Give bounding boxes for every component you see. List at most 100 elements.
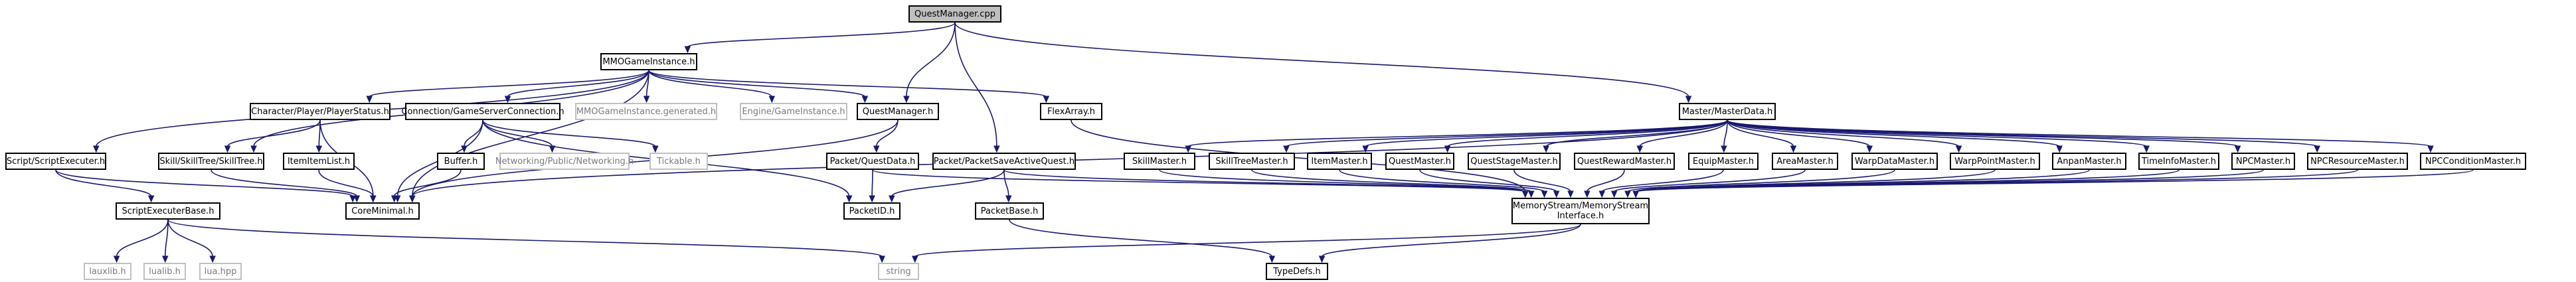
- node-areamaster-h[interactable]: AreaMaster.h: [1772, 153, 1838, 170]
- edge-masterdata_h-to-questmaster_h: [1446, 119, 1728, 147]
- edge-packet_questdata_h-to-packetid_h: [871, 169, 873, 197]
- node-memorystream-h[interactable]: MemoryStream/MemoryStream Interface.h: [1511, 198, 1650, 224]
- edge-arrowhead: [1624, 190, 1631, 198]
- node-scriptexecuter-h[interactable]: Script/ScriptExecuter.h: [5, 153, 106, 170]
- node-packetbase-h[interactable]: PacketBase.h: [975, 202, 1044, 220]
- edge-arrowhead: [93, 145, 100, 153]
- edge-arrowhead: [1567, 190, 1574, 198]
- node-buffer-h[interactable]: Buffer.h: [437, 153, 485, 170]
- edge-arrowhead: [1283, 145, 1290, 153]
- node-skillmaster-h[interactable]: SkillMaster.h: [1124, 153, 1195, 170]
- node-playerstatus-h[interactable]: Character/Player/PlayerStatus.h: [250, 103, 390, 120]
- node-questmanager-cpp[interactable]: QuestManager.cpp: [908, 5, 1001, 23]
- edge-equipmaster_h-to-memorystream_h: [1601, 169, 1724, 192]
- edge-arrowhead: [1636, 145, 1644, 153]
- edge-masterdata_h-to-npcresourcemaster_h: [1727, 119, 2318, 147]
- node-questrewardmaster-h[interactable]: QuestRewardMaster.h: [1574, 153, 1675, 170]
- edge-masterdata_h-to-queststagemaster_h: [1545, 119, 1728, 147]
- edge-arrowhead: [2234, 145, 2241, 153]
- node-timeinfomaster-h[interactable]: TimeInfoMaster.h: [2138, 153, 2219, 170]
- node-networking-h[interactable]: Networking/Public/Networking.h: [495, 153, 634, 170]
- edge-arrowhead: [369, 195, 377, 203]
- edge-masterdata_h-to-skilltreemaster_h: [1286, 119, 1728, 147]
- edge-packet_savequest_h-to-packetid_h: [891, 169, 1005, 197]
- node-scriptexecuterbase-h[interactable]: ScriptExecuterBase.h: [116, 202, 220, 220]
- edge-arrowhead: [1362, 145, 1369, 153]
- edge-masterdata_h-to-skillmaster_h: [1187, 119, 1728, 147]
- node-lauxlib-h[interactable]: lauxlib.h: [84, 263, 131, 280]
- edge-arrowhead: [879, 255, 885, 263]
- edge-arrowhead: [2056, 145, 2063, 153]
- edge-arrowhead: [1790, 145, 1797, 153]
- node-questmanager-h[interactable]: QuestManager.h: [857, 103, 939, 120]
- edge-buffer_h-to-coreminimal_h: [393, 169, 462, 197]
- edge-arrowhead: [1522, 190, 1529, 198]
- edge-scriptexecuter_h-to-coreminimal_h: [55, 169, 353, 197]
- node-equipmaster-h[interactable]: EquipMaster.h: [1688, 153, 1759, 170]
- node-npcconditionmaster-h[interactable]: NPCConditionMaster.h: [2420, 153, 2526, 170]
- edge-arrowhead: [147, 195, 155, 203]
- edge-masterdata_h-to-anpanmaster_h: [1727, 119, 2060, 147]
- node-skilltree-h[interactable]: Skill/SkillTree/SkillTree.h: [158, 153, 264, 170]
- node-itemmaster-h[interactable]: ItemMaster.h: [1307, 153, 1372, 170]
- node-packet-savequest-h[interactable]: Packet/PacketSaveActiveQuest.h: [932, 153, 1076, 170]
- node-itemitemlist-h[interactable]: ItemItemList.h: [283, 153, 355, 170]
- edge-skilltree_h-to-coreminimal_h: [211, 169, 358, 197]
- edge-arrowhead: [1268, 255, 1276, 263]
- edge-arrowhead: [1541, 190, 1548, 198]
- node-lualib-h[interactable]: lualib.h: [143, 263, 186, 280]
- node-npcresourcemaster-h[interactable]: NPCResourceMaster.h: [2307, 153, 2408, 170]
- edge-mmogameinstance_h-to-playerstatus_h: [369, 70, 649, 98]
- node-tickable-h[interactable]: Tickable.h: [649, 153, 708, 170]
- edge-flexarray_h-to-memorystream_h: [1071, 119, 1526, 192]
- edge-scriptexecuterbase_h-to-lauxlib_h: [116, 219, 169, 257]
- node-skilltreemaster-h[interactable]: SkillTreeMaster.h: [1209, 153, 1295, 170]
- edge-mmogameinstance_h-to-questmanager_h: [648, 70, 866, 98]
- node-warppointmaster-h[interactable]: WarpPointMaster.h: [1950, 153, 2040, 170]
- node-lua-hpp[interactable]: lua.hpp: [199, 263, 242, 280]
- node-gameserverconnection-h[interactable]: Connection/GameServerConnection.h: [401, 103, 564, 120]
- edge-memorystream_h-to-typedefs_h: [1321, 224, 1581, 257]
- node-npcmaster-h[interactable]: NPCMaster.h: [2231, 153, 2295, 170]
- edge-arrowhead: [113, 255, 120, 263]
- edge-arrowhead: [161, 255, 169, 263]
- edge-masterdata_h-to-timeinfomaster_h: [1727, 119, 2147, 147]
- edge-scriptexecuterbase_h-to-string: [167, 219, 883, 257]
- node-packetid-h[interactable]: PacketID.h: [843, 202, 901, 220]
- edge-arrowhead: [643, 96, 650, 104]
- node-engine-gameinstance-h[interactable]: Engine/GameInstance.h: [740, 103, 847, 120]
- edge-gameserverconnection_h-to-tickable_h: [482, 119, 656, 147]
- edge-arrowhead: [353, 195, 361, 203]
- node-string[interactable]: string: [878, 263, 919, 280]
- edge-arrowhead: [869, 195, 875, 203]
- node-questmaster-h[interactable]: QuestMaster.h: [1385, 153, 1454, 170]
- edge-questmanager_cpp-to-packet_savequest_h: [954, 22, 997, 147]
- node-masterdata-h[interactable]: Master/MasterData.h: [1679, 103, 1776, 120]
- edge-masterdata_h-to-itemmaster_h: [1365, 119, 1728, 147]
- edge-mmogameinstance_h-to-flexarray_h: [648, 70, 1047, 98]
- edges-group: [55, 22, 2474, 263]
- edge-arrowhead: [845, 195, 853, 203]
- edge-gameserverconnection_h-to-networking_h: [482, 119, 553, 147]
- node-warpdatamaster-h[interactable]: WarpDataMaster.h: [1851, 153, 1938, 170]
- edge-queststagemaster_h-to-memorystream_h: [1513, 169, 1571, 192]
- edge-arrowhead: [684, 46, 691, 54]
- edge-warpdatamaster_h-to-memorystream_h: [1627, 169, 1895, 192]
- node-packet-questdata-h[interactable]: Packet/QuestData.h: [826, 153, 919, 170]
- edge-arrowhead: [1318, 255, 1326, 263]
- node-queststagemaster-h[interactable]: QuestStageMaster.h: [1468, 153, 1561, 170]
- node-flexarray-h[interactable]: FlexArray.h: [1040, 103, 1102, 120]
- node-coreminimal-h[interactable]: CoreMinimal.h: [345, 202, 420, 220]
- edge-memorystream_h-to-string: [914, 224, 1581, 257]
- edge-masterdata_h-to-questrewardmaster_h: [1639, 119, 1728, 147]
- edge-arrowhead: [1598, 190, 1606, 198]
- node-mmogameinstance-generated-h[interactable]: MMOGameInstance.generated.h: [575, 103, 717, 120]
- edge-arrowhead: [652, 145, 659, 153]
- edge-arrowhead: [409, 195, 416, 203]
- edge-arrowhead: [1866, 145, 1873, 153]
- node-anpanmaster-h[interactable]: AnpanMaster.h: [2052, 153, 2126, 170]
- node-mmogameinstance-h[interactable]: MMOGameInstance.h: [600, 53, 697, 70]
- node-typedefs-h[interactable]: TypeDefs.h: [1266, 263, 1328, 280]
- edge-masterdata_h-to-npcconditionmaster_h: [1727, 119, 2431, 147]
